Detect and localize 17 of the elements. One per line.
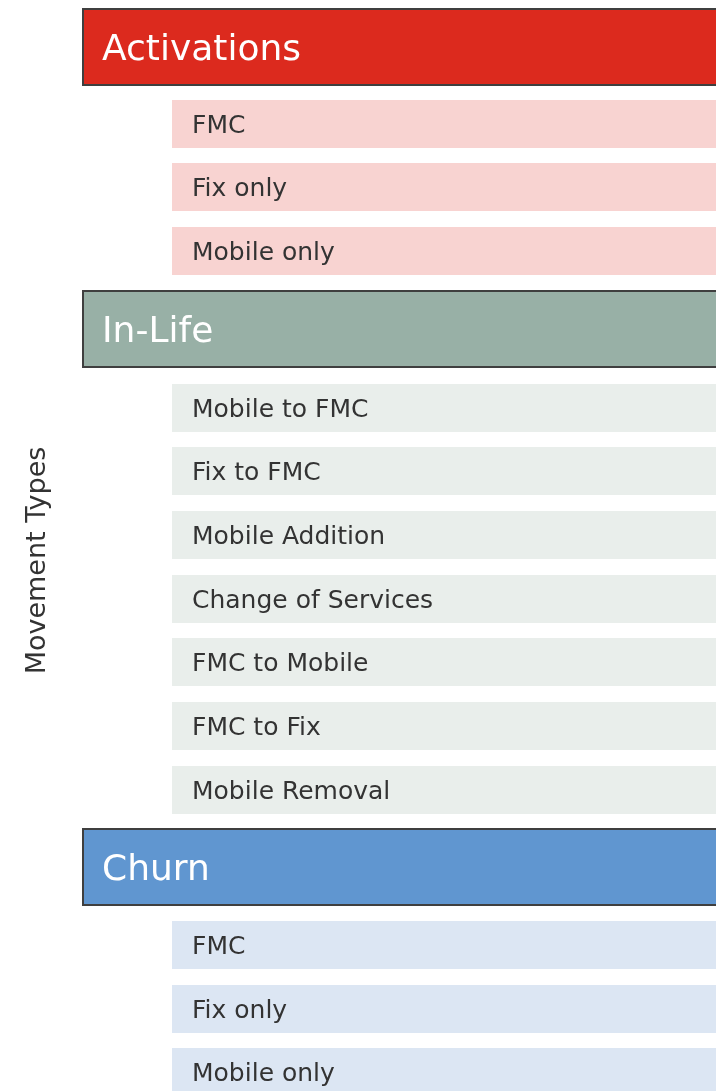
category-header-bar: In-Life <box>82 290 716 368</box>
movement-type-bar: Fix only <box>172 985 716 1033</box>
category-header-bar: Activations <box>82 8 716 86</box>
axis-label: Movement Types <box>20 446 52 674</box>
movement-type-bar: FMC <box>172 100 716 148</box>
movement-type-bar: FMC <box>172 921 716 969</box>
movement-type-bar: FMC to Mobile <box>172 638 716 686</box>
movement-type-bar: Fix only <box>172 163 716 211</box>
movement-type-bar: Fix to FMC <box>172 447 716 495</box>
movement-type-bar: Mobile Addition <box>172 511 716 559</box>
movement-type-bar: Mobile Removal <box>172 766 716 814</box>
movement-type-bar: FMC to Fix <box>172 702 716 750</box>
category-header-bar: Churn <box>82 828 716 906</box>
movement-type-bar: Mobile only <box>172 227 716 275</box>
movement-type-bar: Mobile to FMC <box>172 384 716 432</box>
movement-type-bar: Mobile only <box>172 1048 716 1091</box>
movement-type-bar: Change of Services <box>172 575 716 623</box>
